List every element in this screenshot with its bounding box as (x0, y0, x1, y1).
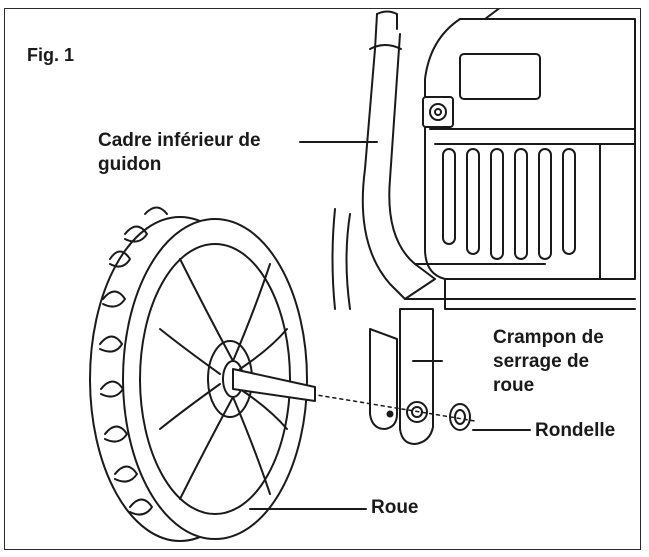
callout-wheel: Roue (371, 497, 419, 518)
figure-label: Fig. 1 (27, 45, 75, 65)
callout-handle-frame-line1: Cadre inférieur de (98, 130, 261, 151)
callout-wheel-bracket: Crampon de serrage de roue (493, 326, 604, 398)
assembly-drawing (89, 9, 636, 542)
callout-washer: Rondelle (535, 420, 616, 441)
callout-wheel-bracket-line3: roue (493, 375, 535, 396)
wheel-clamp-bracket (369, 308, 434, 445)
knob-icon (422, 96, 454, 128)
callout-handle-frame: Cadre inférieur de guidon (98, 129, 261, 177)
lower-handle-frame (331, 10, 636, 310)
callout-wheel-bracket-line2: serrage de (493, 351, 590, 372)
figure-frame: Fig. 1 Cadre inférieur de guidon Crampon… (4, 8, 641, 550)
wheel (89, 206, 316, 542)
callout-wheel-bracket-line1: Crampon de (493, 327, 604, 348)
motor-housing (422, 9, 636, 310)
callout-handle-frame-line2: guidon (98, 154, 162, 175)
